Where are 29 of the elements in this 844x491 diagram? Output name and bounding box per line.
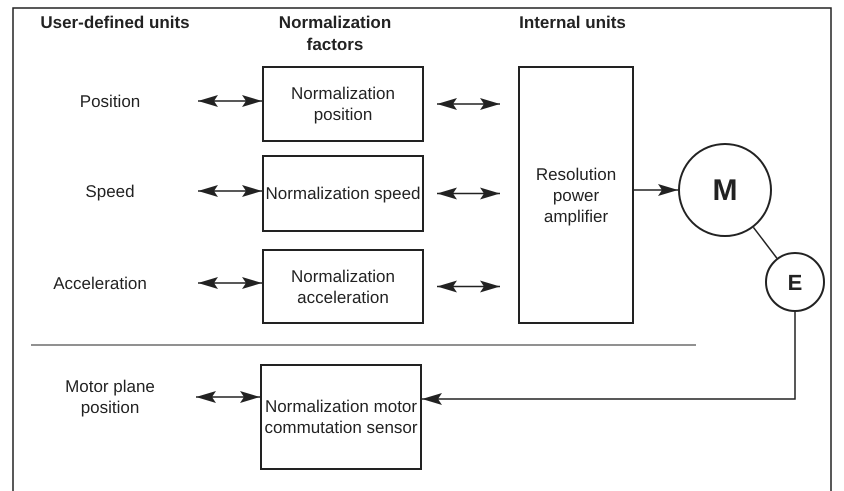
column-heading: Internal units [518,12,627,34]
box-label: M [712,180,738,200]
double-arrow [198,277,262,289]
text-label: Speed [75,180,145,202]
double-arrow [437,188,500,200]
process-box [262,155,424,232]
process-box [260,364,422,470]
double-arrow [198,95,262,107]
double-arrow [196,391,260,403]
process-box [262,66,424,142]
box-label: Resolution power amplifier [534,164,618,226]
box-label: Normalization acceleration [290,266,396,308]
box-label: Normalization motor commutation sensor [263,396,419,438]
text-label: Position [70,90,150,112]
double-arrow [437,98,500,110]
column-heading: User-defined units [40,12,190,34]
process-box [262,249,424,324]
process-box [518,66,634,324]
text-label: Acceleration [40,272,160,294]
double-arrow [198,185,262,197]
box-label: E [788,272,802,292]
text-label: Motor plane position [50,375,170,419]
connector-line [752,226,778,259]
box-label: Normalization position [290,83,396,125]
box-label: Normalization speed [266,183,420,204]
arrow [634,184,678,196]
double-arrow [437,280,500,292]
column-heading: Normalization factors [278,12,392,56]
arrow [422,312,796,405]
